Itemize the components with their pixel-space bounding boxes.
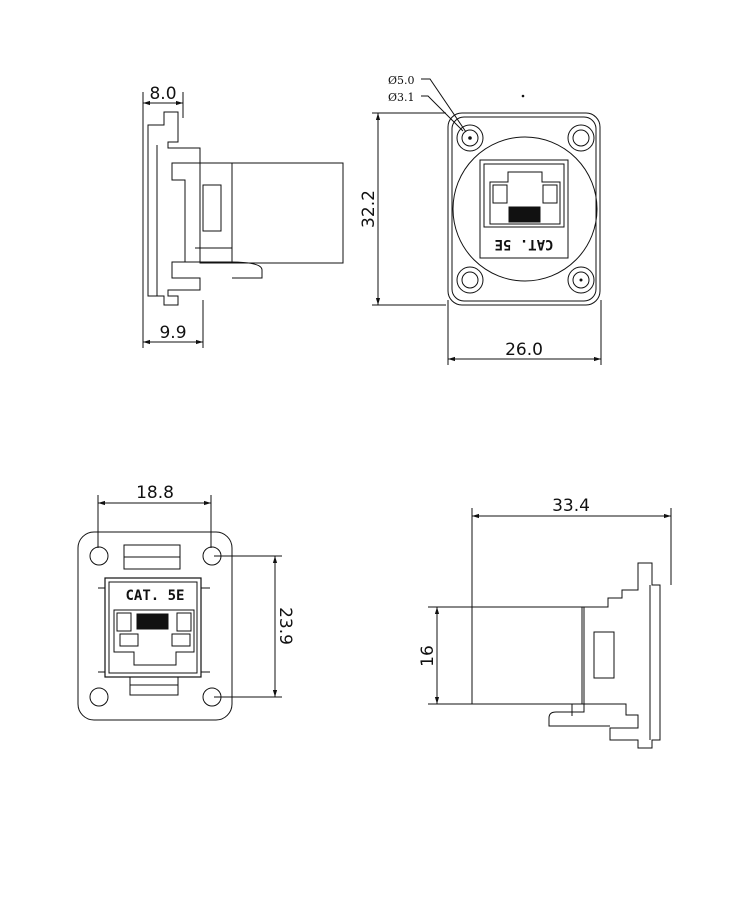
side-view: 8.0 9.9 bbox=[142, 84, 344, 348]
rear-view: CAT. 5E 18.8 23.9 bbox=[77, 483, 295, 721]
rear-cat-label: CAT. 5E bbox=[125, 588, 184, 604]
bottom-view: 33.4 16 bbox=[418, 496, 672, 749]
front-contacts bbox=[508, 206, 541, 223]
bottom-length-dimension: 33.4 bbox=[552, 496, 590, 516]
hole-outer-diameter: Ø5.0 bbox=[388, 74, 415, 87]
front-width-dimension: 26.0 bbox=[505, 340, 543, 360]
rear-width-dimension: 18.8 bbox=[136, 483, 174, 503]
front-view: CAT. 5E Ø5.0 Ø3.1 32.2 26.0 bbox=[359, 74, 602, 365]
hole-inner-diameter: Ø3.1 bbox=[388, 91, 415, 104]
bottom-height-dimension: 16 bbox=[418, 645, 438, 667]
front-height-dimension: 32.2 bbox=[359, 190, 379, 228]
rear-height-dimension: 23.9 bbox=[275, 607, 295, 645]
front-cat-label: CAT. 5E bbox=[494, 236, 553, 252]
side-flange-dimension: 9.9 bbox=[159, 323, 186, 343]
side-depth-dimension: 8.0 bbox=[149, 84, 176, 104]
rear-contacts bbox=[136, 613, 169, 630]
